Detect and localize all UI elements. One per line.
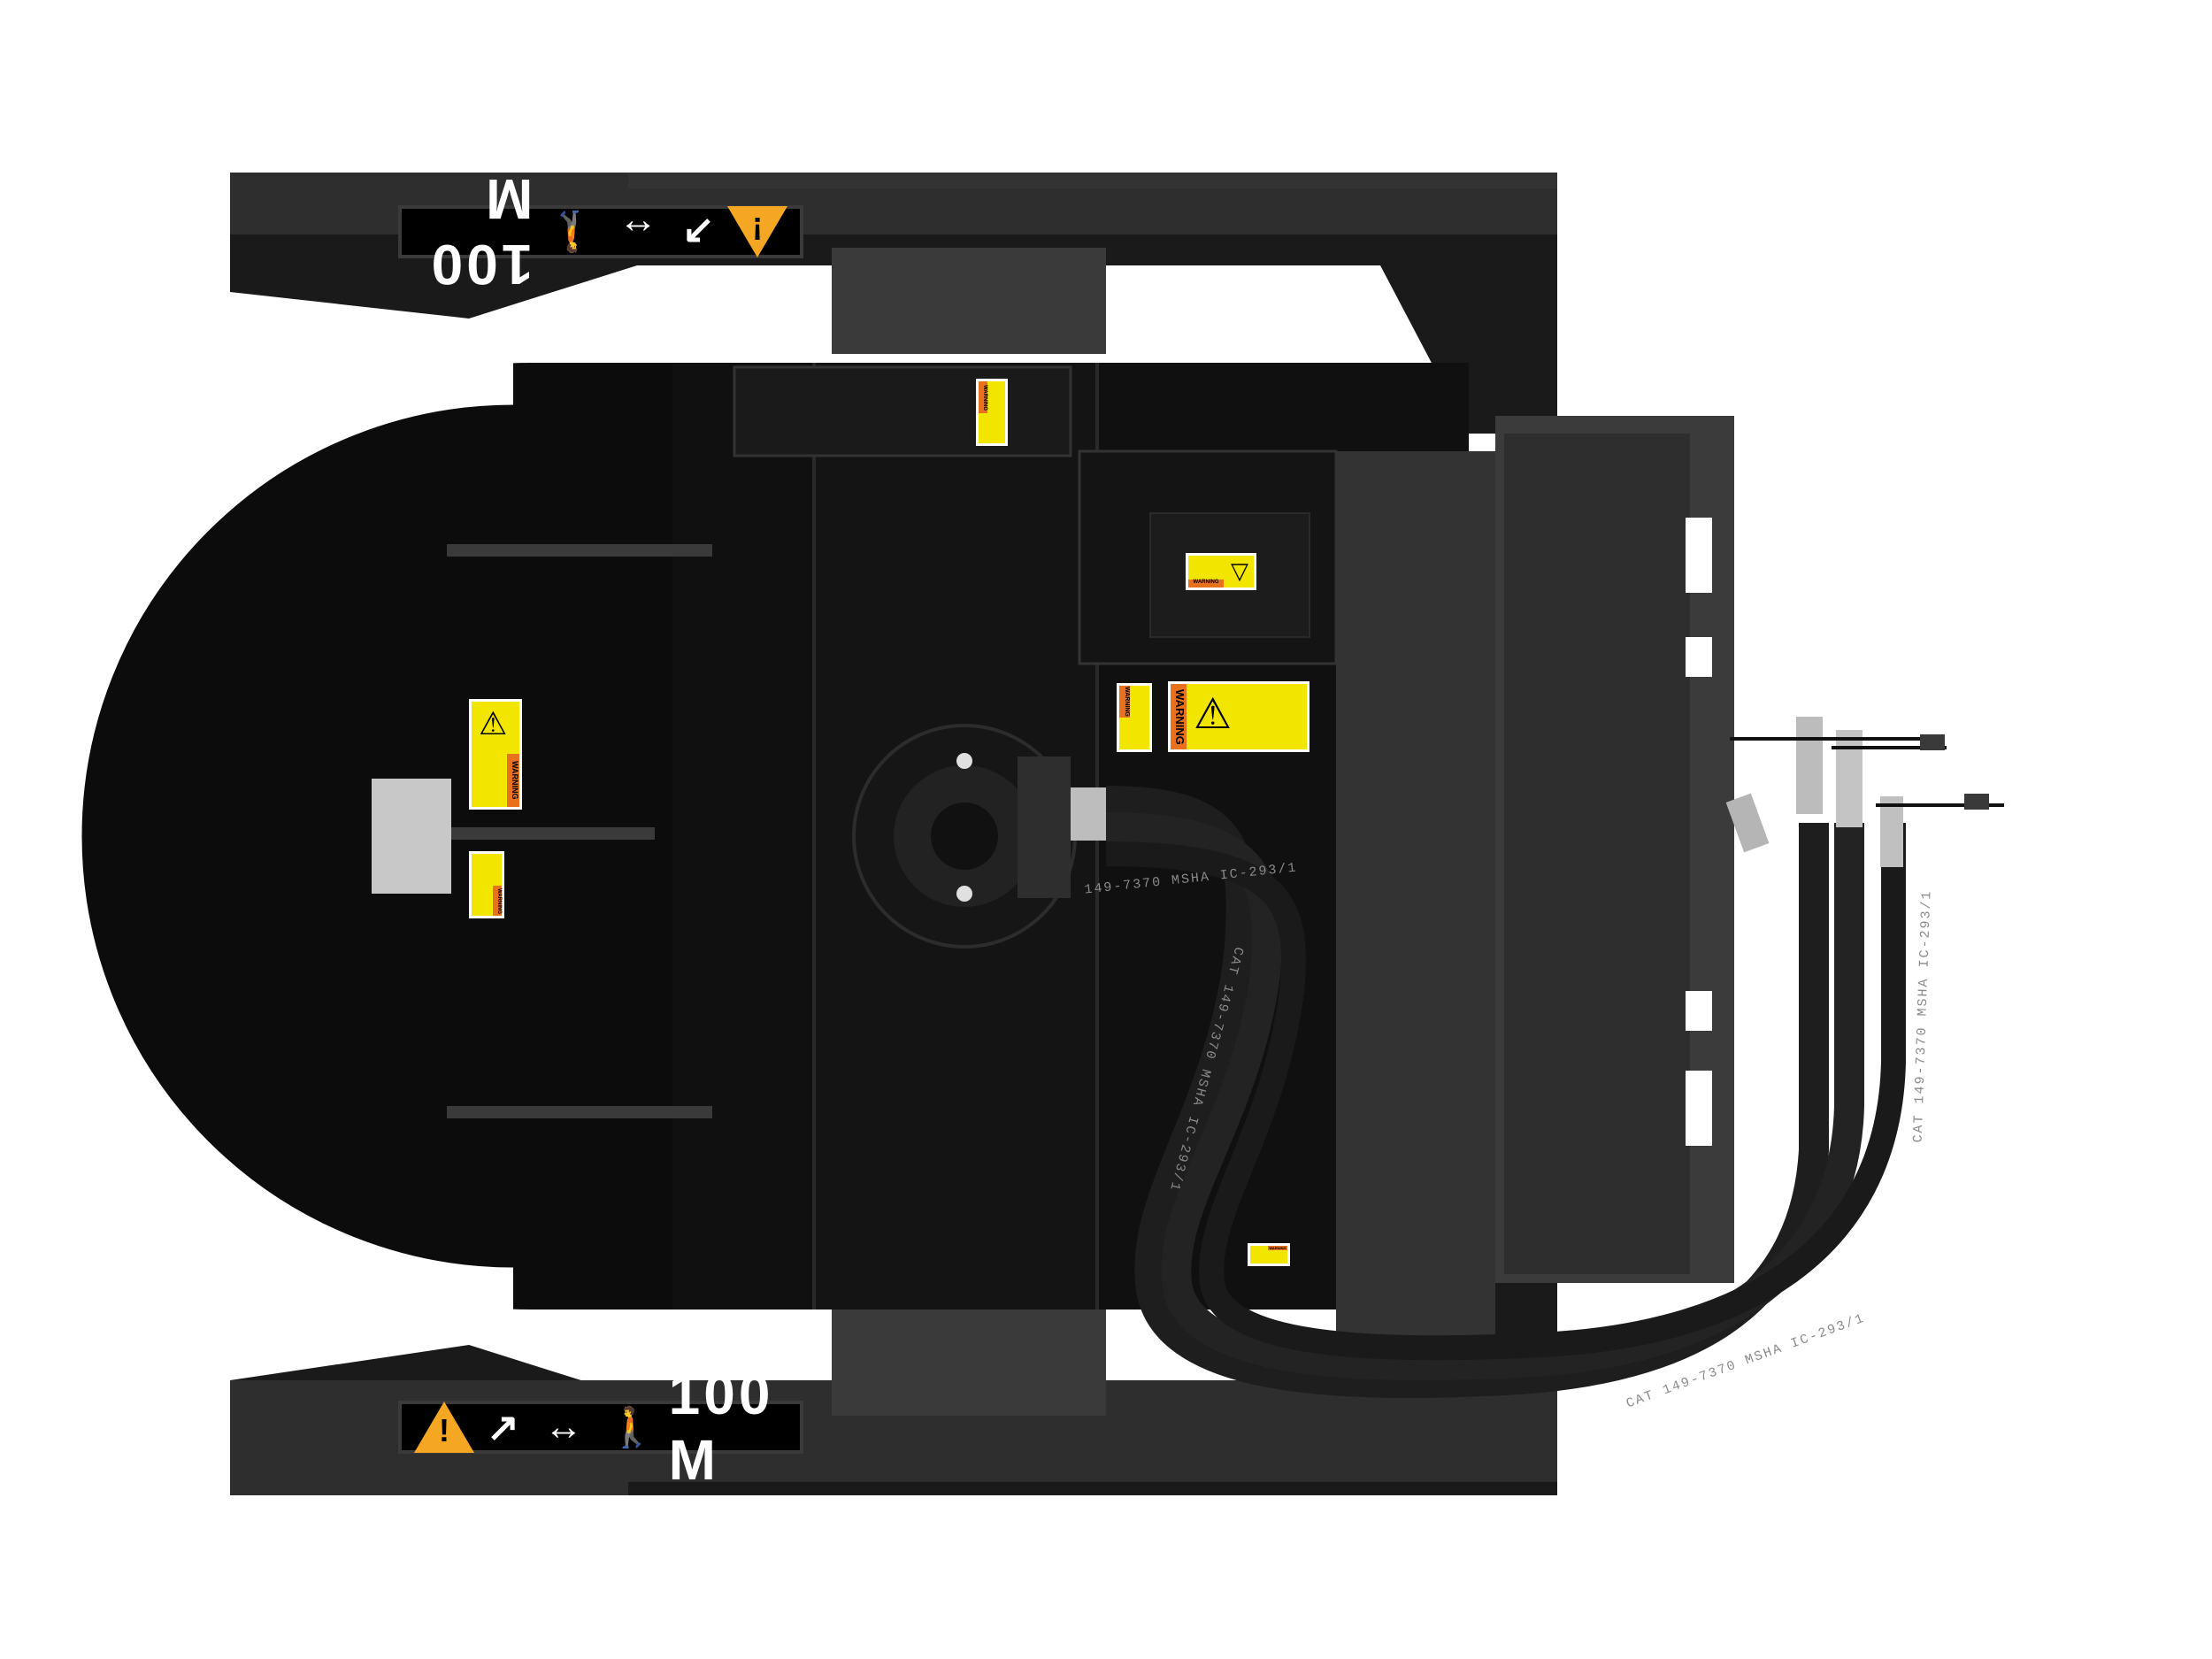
- person-icon: 🚶: [545, 210, 595, 253]
- entanglement-hazard-icon: ⚠: [1194, 691, 1233, 738]
- warning-signal-word: WARNING: [1119, 686, 1130, 718]
- warning-signal-word: WARNING: [979, 381, 987, 413]
- distance-text: 100 M: [427, 167, 534, 296]
- manual-label-top: WARNING: [976, 379, 1008, 446]
- manual-info-label: WARNING ▽: [1186, 553, 1256, 590]
- info-triangle-icon: ▽: [1231, 557, 1248, 584]
- distance-warning-decal-bottom: ! ↗ ↔ 🚶 100 M: [398, 1363, 803, 1492]
- distance-warning-decal-top: ! ↗ ↔ 🚶 100 M: [398, 167, 803, 296]
- warning-triangle-icon: !: [414, 1402, 474, 1453]
- warning-signal-word: WARNING: [507, 754, 519, 807]
- warning-label-small: WARNING: [1117, 683, 1152, 752]
- warning-triangle-icon: !: [727, 206, 787, 257]
- left-warning-label-1: WARNING ⚠: [469, 699, 522, 810]
- bottom-label: WARNING: [1248, 1243, 1290, 1266]
- crush-hazard-icon: ⚠: [479, 705, 508, 741]
- thrown-object-icon: ↗: [682, 210, 715, 254]
- warning-signal-word: WARNING: [1171, 684, 1187, 749]
- double-arrow-icon: ↔: [543, 1405, 583, 1448]
- warning-signal-word: WARNING: [1268, 1246, 1287, 1250]
- double-arrow-icon: ↔: [618, 211, 658, 254]
- left-warning-label-2: WARNING: [469, 851, 504, 918]
- distance-text: 100 M: [668, 1363, 774, 1492]
- warning-label-large: WARNING ⚠: [1168, 681, 1310, 752]
- warning-signal-word: WARNING: [1188, 580, 1224, 588]
- person-icon: 🚶: [607, 1406, 657, 1449]
- warning-signal-word: WARNING: [493, 886, 502, 916]
- thrown-object-icon: ↗: [487, 1405, 519, 1449]
